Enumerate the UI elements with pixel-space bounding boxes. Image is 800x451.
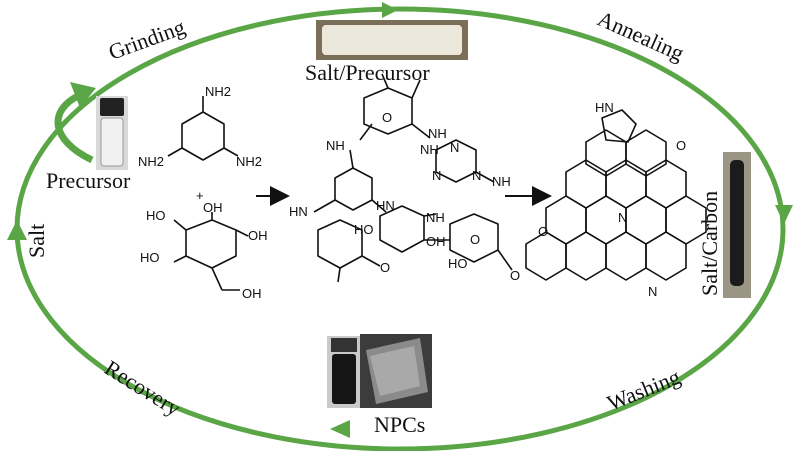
glucose-ho-top: HO — [146, 208, 166, 223]
precursor-label: Precursor — [46, 168, 131, 193]
network-triazine-n-2: N — [432, 168, 441, 183]
cycle-arrow-top — [382, 2, 398, 18]
network-oh: OH — [426, 234, 446, 249]
network-ho: HO — [354, 222, 374, 237]
melamine-nh2-top: NH2 — [205, 84, 231, 99]
network-nh-2: NH — [428, 126, 447, 141]
npc-sem-photo — [360, 334, 432, 408]
carbon-pyrrole-hn: HN — [595, 100, 614, 115]
network-ring-o-2: O — [380, 260, 390, 275]
network-nh-4: NH — [492, 174, 511, 189]
carbon-pyridinic-n: N — [648, 284, 657, 299]
step-recovery-label: Recovery — [100, 355, 185, 421]
network-ring-o-1: O — [382, 110, 392, 125]
network-nh-5: NH — [420, 142, 439, 157]
precursor-return-arrowhead — [70, 82, 96, 108]
step-grinding-label: Grinding — [105, 14, 188, 65]
step-salt-label: Salt — [24, 224, 49, 258]
precursor-return-arrow — [54, 91, 94, 164]
network-nh-3: NH — [426, 210, 445, 225]
network-triazine-n-1: N — [450, 140, 459, 155]
network-o-methyl: O — [510, 268, 520, 283]
carbon-structure: HN O O N N — [525, 100, 707, 299]
npc-vial-photo — [327, 336, 361, 408]
melamine-structure: NH2 NH2 NH2 — [138, 84, 262, 169]
salt-precursor-label: Salt/Precursor — [305, 60, 430, 85]
carbon-pyran-o-2: O — [538, 224, 548, 239]
glucose-ho-left: HO — [140, 250, 160, 265]
step-washing-label: Washing — [604, 364, 684, 416]
network-ring-o-3: O — [470, 232, 480, 247]
cycle-arrow-bottom — [330, 420, 350, 438]
network-ho-2: HO — [448, 256, 468, 271]
network-hn-1: HN — [289, 204, 308, 219]
glucose-structure: HO OH HO OH OH — [140, 200, 268, 301]
network-structure: NH NH HN HN NH NH HO OH O O O HO O NH N … — [289, 73, 520, 283]
melamine-nh2-right: NH2 — [236, 154, 262, 169]
npcs-label: NPCs — [374, 412, 425, 437]
glucose-oh-mid: OH — [203, 200, 223, 215]
crucible-photo — [316, 20, 468, 60]
melamine-nh2-left: NH2 — [138, 154, 164, 169]
salt-carbon-photo — [723, 152, 751, 298]
carbon-pyran-o-1: O — [676, 138, 686, 153]
cycle-arrow-left — [7, 220, 27, 240]
plus-sign: + — [196, 188, 204, 203]
glucose-oh-right: OH — [248, 228, 268, 243]
precursor-vial-photo — [96, 96, 128, 170]
glucose-oh-bottom: OH — [242, 286, 262, 301]
salt-carbon-label: Salt/Carbon — [697, 191, 722, 296]
carbon-graphitic-n: N — [618, 210, 627, 225]
network-nh-1: NH — [326, 138, 345, 153]
network-hn-2: HN — [376, 198, 395, 213]
cycle-arrow-right — [775, 205, 793, 224]
network-triazine-n-3: N — [472, 168, 481, 183]
